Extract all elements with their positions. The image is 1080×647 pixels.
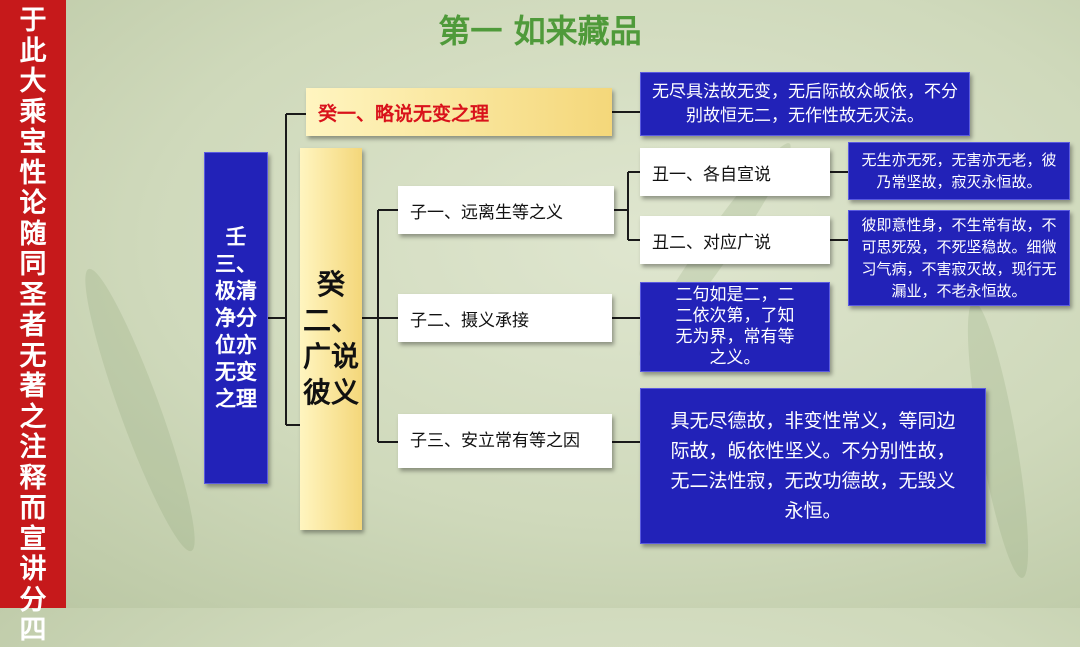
- node-zi1: 子一、远离生等之义: [398, 186, 614, 234]
- node-chou2: 丑二、对应广说: [640, 216, 830, 264]
- connector-lines: [268, 111, 848, 443]
- node-chou1-desc: 无生亦无死，无害亦无老，彼乃常坚故，寂灭永恒故。: [848, 142, 1070, 200]
- root-node: 壬三、极清净分位亦无变之理: [204, 152, 268, 484]
- node-gui1: 癸一、略说无变之理: [306, 88, 612, 136]
- node-zi2: 子二、摄义承接: [398, 294, 612, 342]
- sidebar-text: 于此大乘宝性论随同圣者无著之注释而宣讲分四: [19, 5, 47, 646]
- sidebar-title: 于此大乘宝性论随同圣者无著之注释而宣讲分四: [0, 0, 66, 646]
- node-zi2-desc: 二句如是二，二二依次第，了知无为界，常有等之义。: [640, 282, 830, 372]
- node-gui1-desc: 无尽具法故无变，无后际故众皈依，不分别故恒无二，无作性故无灭法。: [640, 72, 970, 136]
- node-chou1: 丑一、各自宣说: [640, 148, 830, 196]
- node-chou2-desc: 彼即意性身，不生常有故，不可思死殁，不死坚稳故。细微习气病，不害寂灭故，现行无漏…: [848, 210, 1070, 306]
- node-zi3-desc: 具无尽德故，非变性常义，等同边际故，皈依性坚义。不分别性故，无二法性寂，无改功德…: [640, 388, 986, 544]
- page-title: 第一 如来藏品: [438, 12, 642, 50]
- node-zi3: 子三、安立常有等之因: [398, 414, 612, 468]
- node-gui2: 癸二、广说彼义: [300, 148, 362, 530]
